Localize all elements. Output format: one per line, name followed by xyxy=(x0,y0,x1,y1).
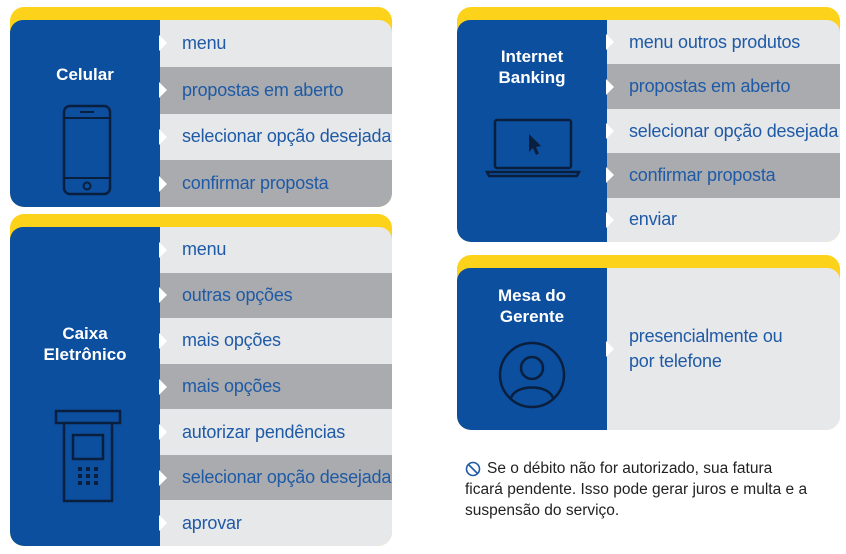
celular-steps: menu propostas em aberto selecionar opçã… xyxy=(159,20,392,207)
celular-step: propostas em aberto xyxy=(159,66,392,114)
ib-step: selecionar opção desejada xyxy=(606,108,840,154)
chevron-right-icon xyxy=(159,469,167,486)
caixa-eletronico-panel: Caixa Eletrônico xyxy=(10,227,160,546)
step-label: autorizar pendências xyxy=(182,421,346,442)
step-label: selecionar opção desejada xyxy=(182,126,392,147)
caixa-step: aprovar xyxy=(159,500,392,546)
caixa-eletronico-steps: menu outras opções mais opções mais opçõ… xyxy=(159,227,392,546)
mesa-gerente-title-line1: Mesa do xyxy=(497,286,567,305)
mesa-gerente-text-line1: presencialmente ou xyxy=(629,326,783,346)
chevron-right-icon xyxy=(159,424,167,441)
celular-step: menu xyxy=(159,20,392,67)
celular-step: confirmar proposta xyxy=(159,160,392,207)
mesa-gerente-content: presencialmente ou por telefone xyxy=(606,268,840,430)
warning-note: Se o débito não for autorizado, sua fatu… xyxy=(465,458,825,521)
caixa-step: outras opções xyxy=(159,272,392,319)
step-label: propostas em aberto xyxy=(629,76,791,97)
caixa-step: mais opções xyxy=(159,363,392,410)
mesa-gerente-title-line2: Gerente xyxy=(499,307,565,326)
celular-title: Celular xyxy=(56,65,114,84)
celular-step: selecionar opção desejada xyxy=(159,113,392,161)
step-label: selecionar opção desejada xyxy=(629,120,839,141)
chevron-right-icon xyxy=(606,123,614,140)
chevron-right-icon xyxy=(606,78,614,95)
internet-banking-steps: menu outros produtos propostas em aberto… xyxy=(606,20,840,242)
step-label: enviar xyxy=(629,209,677,230)
chevron-right-icon xyxy=(606,211,614,228)
step-label: mais opções xyxy=(182,376,281,397)
step-label: menu outros produtos xyxy=(629,31,801,52)
atm-icon xyxy=(54,409,122,503)
celular-panel: Celular xyxy=(10,20,160,207)
chevron-right-icon xyxy=(159,241,167,258)
caixa-step: mais opções xyxy=(159,318,392,364)
prohibited-icon xyxy=(465,461,481,477)
step-label: aprovar xyxy=(182,512,242,533)
chevron-right-icon xyxy=(159,287,167,304)
internet-banking-panel: Internet Banking xyxy=(457,20,607,242)
ib-step: enviar xyxy=(606,197,840,242)
note-line3: suspensão do serviço. xyxy=(465,502,620,519)
chevron-right-icon xyxy=(159,515,167,532)
mesa-gerente-card: Mesa do Gerente presencialmente ou por t… xyxy=(457,255,840,430)
internet-banking-title-line2: Banking xyxy=(498,68,566,87)
caixa-step: autorizar pendências xyxy=(159,409,392,455)
chevron-right-icon xyxy=(606,34,614,51)
note-line1-wrap: Se o débito não for autorizado, sua fatu… xyxy=(465,458,825,479)
step-label: confirmar proposta xyxy=(629,164,776,185)
chevron-right-icon xyxy=(159,35,167,52)
caixa-eletronico-title-line1: Caixa xyxy=(62,324,108,343)
user-circle-icon xyxy=(498,341,566,409)
caixa-step: menu xyxy=(159,227,392,273)
ib-step: confirmar proposta xyxy=(606,153,840,198)
step-label: mais opções xyxy=(182,330,281,351)
chevron-right-icon xyxy=(606,167,614,184)
chevron-right-icon xyxy=(159,332,167,349)
chevron-right-icon xyxy=(159,128,167,145)
note-line2: ficará pendente. Isso pode gerar juros e… xyxy=(465,481,808,498)
chevron-right-icon xyxy=(606,341,614,357)
mesa-gerente-row: presencialmente ou por telefone xyxy=(606,268,840,430)
caixa-eletronico-card: Caixa Eletrônico menu outras opções mais… xyxy=(10,214,392,546)
chevron-right-icon xyxy=(159,175,167,192)
ib-step: propostas em aberto xyxy=(606,64,840,109)
chevron-right-icon xyxy=(159,378,167,395)
step-label: menu xyxy=(182,239,227,260)
ib-step: menu outros produtos xyxy=(606,20,840,65)
internet-banking-card: Internet Banking menu outros produtos pr… xyxy=(457,7,840,242)
mesa-gerente-panel: Mesa do Gerente xyxy=(457,268,607,430)
note-line1: Se o débito não for autorizado, sua fatu… xyxy=(487,460,773,477)
step-label: menu xyxy=(182,32,227,53)
chevron-right-icon xyxy=(159,82,167,99)
caixa-eletronico-title-line2: Eletrônico xyxy=(43,345,127,364)
mesa-gerente-text-line2: por telefone xyxy=(629,351,722,371)
step-label: propostas em aberto xyxy=(182,79,344,100)
smartphone-icon xyxy=(62,104,112,196)
step-label: outras opções xyxy=(182,284,293,305)
step-label: confirmar proposta xyxy=(182,173,329,194)
step-label: selecionar opção desejada xyxy=(182,467,392,488)
laptop-icon xyxy=(485,118,581,178)
celular-card: Celular menu propostas em aberto selecio… xyxy=(10,7,392,207)
caixa-step: selecionar opção desejada xyxy=(159,454,392,501)
internet-banking-title-line1: Internet xyxy=(500,47,564,66)
